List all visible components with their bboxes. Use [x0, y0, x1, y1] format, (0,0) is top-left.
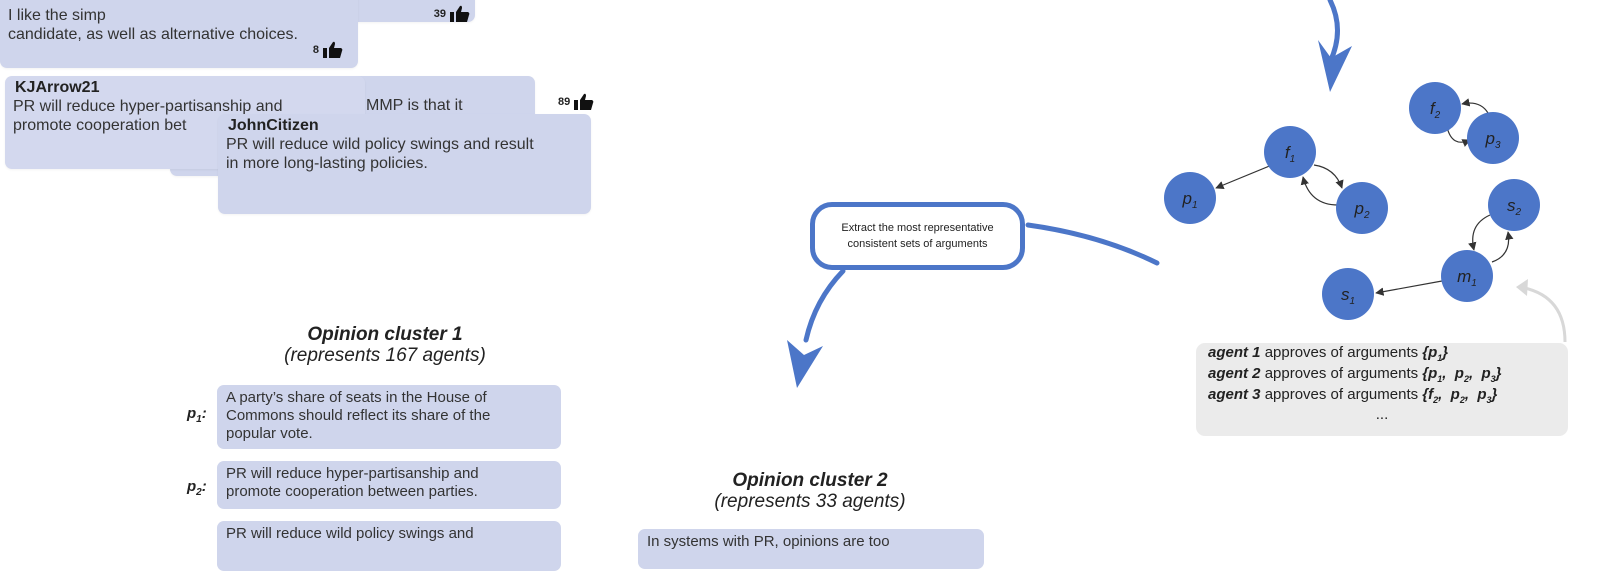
cluster2-title: Opinion cluster 2 [732, 470, 888, 491]
feedback-arrow [1519, 285, 1567, 343]
edge-p2-f1 [1300, 176, 1339, 206]
node-f1[interactable]: f1 [1264, 126, 1316, 178]
comment-text: I like the simp candidate, as well as al… [8, 7, 298, 43]
cluster2-heading: Opinion cluster 2 (represents 33 agents) [655, 470, 965, 512]
cluster1-subtitle: (represents 167 agents) [284, 345, 486, 366]
edge-f1-p1 [1215, 164, 1273, 190]
svg-text:p3: p3 [1484, 129, 1500, 151]
edge-s2-m1 [1468, 214, 1491, 251]
thumbs-up-icon[interactable] [322, 40, 344, 60]
comment-username: JohnCitizen [228, 117, 319, 134]
thumbs-up-icon[interactable] [573, 92, 595, 112]
edge-f1-p2 [1313, 164, 1344, 189]
node-p3[interactable]: p3 [1467, 112, 1519, 164]
node-s2[interactable]: s2 [1488, 179, 1540, 231]
approval-row: agent 3 approves of arguments {f2, p2, p… [1208, 386, 1498, 405]
svg-text:s2: s2 [1507, 196, 1522, 218]
extract-callout-bubble: Extract the most representative consiste… [810, 202, 1025, 270]
argument-set: {p1, p2, p3} [1422, 365, 1502, 384]
comment-text: PR will reduce hyper-partisanship and pr… [13, 98, 283, 134]
cluster1-heading: Opinion cluster 1 (represents 167 agents… [230, 324, 540, 366]
svg-text:f1: f1 [1285, 143, 1295, 165]
node-p1[interactable]: p1 [1164, 172, 1216, 224]
node-m1[interactable]: m1 [1441, 250, 1493, 302]
vote-count: 39 [434, 4, 471, 24]
comment-card-top: I like the simp candidate, as well as al… [0, 0, 358, 68]
edge-m1-s1 [1375, 280, 1443, 296]
comment-text: MMP is that it [366, 97, 463, 114]
node-p2[interactable]: p2 [1336, 182, 1388, 234]
argument-p2: PR will reduce hyper-partisanship and pr… [217, 461, 561, 509]
agent-approvals-box: agent 1 approves of arguments {p1} agent… [1196, 343, 1568, 436]
vote-number: 39 [433, 8, 446, 20]
svg-text:p1: p1 [1181, 189, 1197, 211]
argument-graph: f1 p1 p2 f2 p3 s2 m1 s1 [787, 0, 1567, 388]
argument-p1: A party’s share of seats in the House of… [217, 385, 561, 449]
comment-card-johncitizen: JohnCitizen PR will reduce wild policy s… [218, 114, 591, 214]
vote-count: 89 [558, 92, 595, 112]
svg-text:s1: s1 [1341, 285, 1355, 307]
node-f2[interactable]: f2 [1409, 82, 1461, 134]
svg-text:f2: f2 [1430, 99, 1441, 121]
flow-arrow-top-head [1318, 40, 1352, 92]
flow-arrow-top [1327, 0, 1340, 65]
svg-text:p2: p2 [1353, 199, 1369, 221]
node-s1[interactable]: s1 [1322, 268, 1374, 320]
approval-ellipsis: ... [1375, 406, 1389, 423]
vote-count: 8 [313, 40, 344, 60]
approval-row: agent 2 approves of arguments {p1, p2, p… [1208, 365, 1502, 384]
arg-label-p1: p1: [187, 405, 207, 425]
arg-label-p2: p2: [187, 478, 207, 498]
comment-text: PR will reduce wild policy swings and re… [226, 136, 534, 172]
edge-p3-f2 [1461, 98, 1489, 114]
thumbs-up-icon[interactable] [449, 4, 471, 24]
flow-arrow-graph-to-bubble [1025, 222, 1160, 266]
comment-username: KJArrow21 [15, 79, 100, 96]
cluster1-title: Opinion cluster 1 [307, 324, 463, 345]
approval-row: agent 1 approves of arguments {p1} [1208, 344, 1449, 363]
edge-f2-p3 [1446, 126, 1471, 147]
vote-number: 8 [312, 44, 319, 56]
flow-arrow-bubble-to-cluster-head [787, 340, 823, 388]
cluster2-subtitle: (represents 33 agents) [714, 491, 906, 512]
vote-number: 89 [558, 96, 571, 108]
flow-arrow-bubble-to-cluster [803, 268, 846, 343]
edge-m1-s2 [1491, 231, 1514, 263]
svg-text:m1: m1 [1457, 267, 1477, 289]
feedback-arrow-head [1516, 279, 1528, 296]
argument-set: {p1} [1422, 344, 1449, 363]
argument-set: {f2, p2, p3} [1422, 386, 1498, 405]
